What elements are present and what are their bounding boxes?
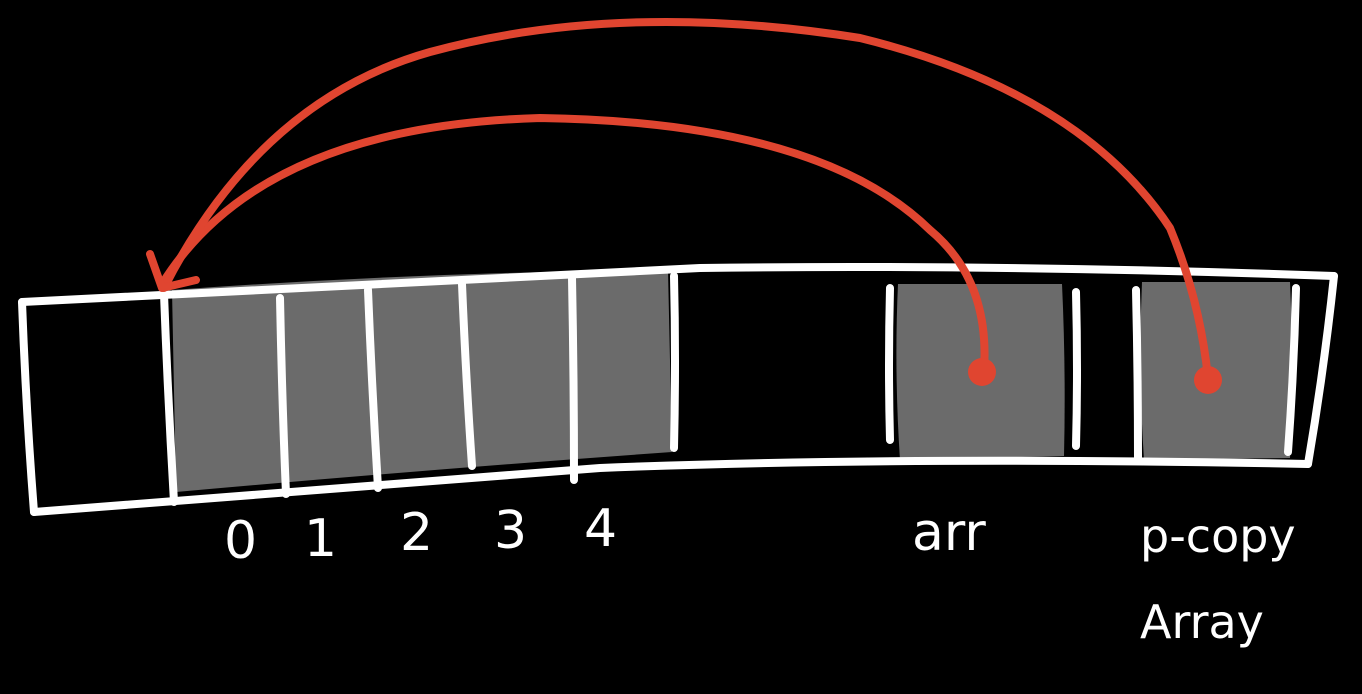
cell-dividers (160, 272, 1300, 506)
divider (458, 280, 476, 470)
index-label: 0 (224, 511, 257, 571)
index-label: 2 (400, 503, 433, 563)
pointer-arrows (146, 17, 1212, 382)
arr-label: arr (912, 503, 986, 563)
copy-label-line2: Array (1140, 595, 1264, 649)
copy-label-line1: p-copy (1140, 509, 1296, 563)
divider (1072, 288, 1081, 450)
divider (160, 290, 178, 506)
divider (1132, 286, 1142, 462)
index-label: 3 (494, 501, 527, 561)
divider (1284, 284, 1300, 456)
copy-pointer-dot (1194, 366, 1222, 394)
divider (276, 294, 290, 498)
copy-pointer-arrow (160, 17, 1212, 382)
arrowhead (146, 250, 200, 292)
array-block-fill (172, 270, 672, 492)
index-label: 1 (304, 509, 337, 569)
index-labels: 0 1 2 3 4 (224, 499, 617, 571)
arr-pointer-dot (968, 358, 996, 386)
strip-top-edge (18, 263, 1338, 306)
strip-right-edge (1304, 272, 1338, 468)
strip-left-edge (18, 298, 38, 516)
index-label: 4 (584, 499, 617, 559)
divider (364, 286, 382, 492)
arr-pointer-arrow (158, 114, 989, 374)
divider (885, 284, 894, 444)
divider (670, 272, 679, 452)
divider (568, 274, 578, 484)
strip-bottom-edge (30, 456, 1312, 516)
memory-strip (18, 263, 1338, 516)
